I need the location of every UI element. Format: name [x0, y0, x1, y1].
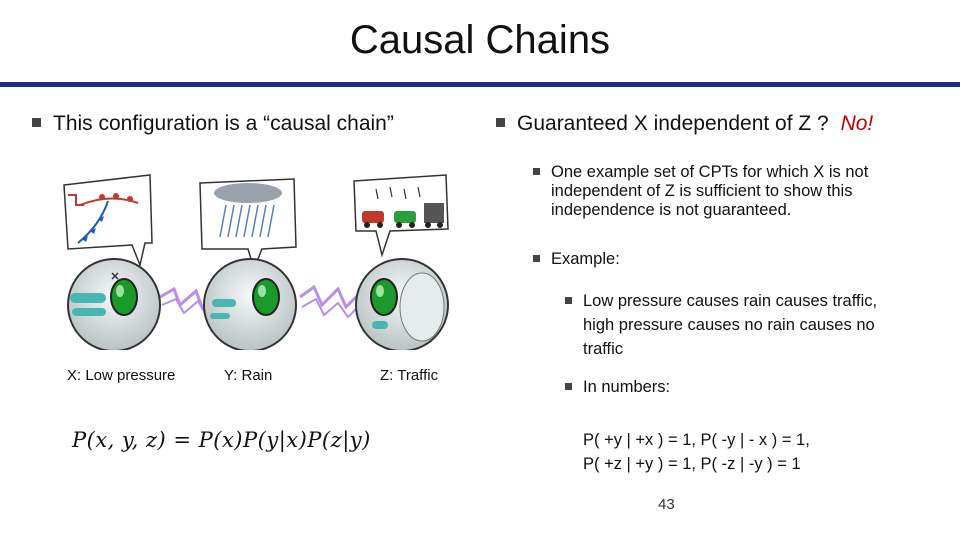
numbers-label: In numbers:	[583, 378, 671, 396]
numbers-line-2: P( +z | +y ) = 1, P( -z | -y ) = 1	[583, 455, 801, 473]
left-bullet-text: This configuration is a “causal chain”	[53, 112, 394, 135]
answer-text: No!	[840, 112, 874, 135]
bullet-marker	[565, 297, 572, 304]
node-label-z: Z: Traffic	[380, 367, 439, 384]
bullet-marker	[533, 255, 540, 262]
left-bullet: This configuration is a “causal chain”	[32, 112, 394, 136]
bullet-marker	[565, 383, 572, 390]
right-bullet: Guaranteed X independent of Z ? No!	[496, 112, 873, 136]
title-underline	[0, 82, 960, 87]
bullet-marker	[32, 117, 41, 127]
traffic-bubble	[353, 174, 449, 258]
sub-bullet-example: Example:	[533, 250, 620, 269]
sub-bullet-causes: Low pressure causes rain causes traffic,…	[565, 289, 878, 361]
page-number: 43	[658, 496, 675, 513]
weather-map-bubble	[63, 174, 153, 268]
cpts-line-3: independence is not guaranteed.	[551, 201, 792, 219]
slide-title: Causal Chains	[349, 18, 611, 62]
sub-bullet-cpts: One example set of CPTs for which X is n…	[533, 163, 869, 220]
causes-line-3: traffic	[583, 340, 624, 358]
node-label-x: X: Low pressure	[67, 367, 176, 384]
node-label-y: Y: Rain	[224, 367, 273, 384]
bullet-marker	[496, 117, 505, 127]
causal-chain-illustration	[63, 174, 449, 350]
bullet-marker	[533, 168, 540, 175]
cpts-line-1: One example set of CPTs for which X is n…	[551, 163, 869, 181]
joint-distribution-formula: P(x, y, z) = P(x)P(y|x)P(z|y)	[72, 428, 371, 452]
causes-line-2: high pressure causes no rain causes no	[583, 316, 875, 334]
sub-bullet-numbers: In numbers:	[565, 378, 671, 397]
ghost-head-y	[203, 258, 297, 350]
rain-cloud-bubble	[199, 178, 297, 272]
ghost-head-x	[67, 258, 161, 350]
numbers-values: P( +y | +x ) = 1, P( -y | - x ) = 1, P( …	[583, 428, 810, 476]
example-label: Example:	[551, 250, 620, 268]
right-bullet-text: Guaranteed X independent of Z ?	[517, 112, 829, 135]
ghost-head-z	[355, 258, 449, 350]
numbers-line-1: P( +y | +x ) = 1, P( -y | - x ) = 1,	[583, 431, 810, 449]
causes-line-1: Low pressure causes rain causes traffic,	[583, 292, 878, 310]
cpts-line-2: independent of Z is sufficient to show t…	[551, 182, 853, 200]
